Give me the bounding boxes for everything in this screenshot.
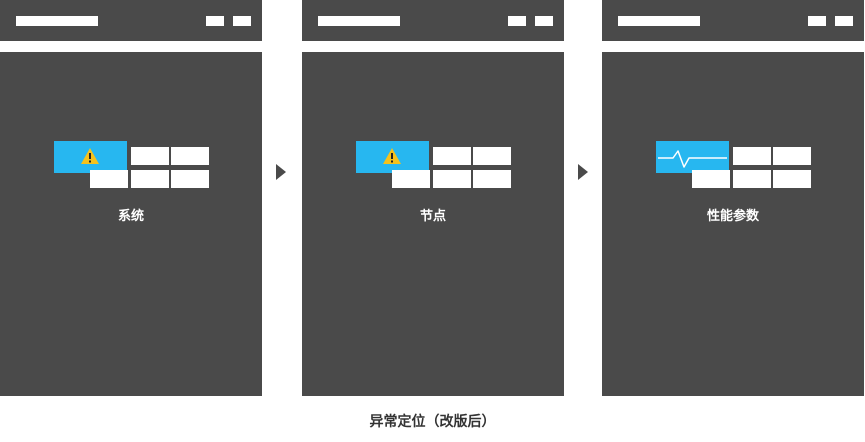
header-title-placeholder — [618, 16, 700, 26]
window-header — [0, 0, 262, 41]
panel-node: 节点 — [302, 0, 564, 396]
header-button-placeholder — [535, 16, 553, 26]
highlighted-block — [656, 141, 729, 173]
grid-cell — [473, 147, 511, 165]
grid-cell — [90, 170, 128, 188]
grid-cell — [171, 147, 209, 165]
grid-cell — [171, 170, 209, 188]
panel-label: 系统 — [117, 209, 144, 224]
grid-cell — [131, 170, 169, 188]
block-grid — [656, 141, 812, 197]
header-button-placeholder — [233, 16, 251, 26]
header-button-placeholder — [508, 16, 526, 26]
block-grid — [54, 141, 210, 197]
panel-system: 系统 — [0, 0, 262, 396]
grid-cell — [473, 170, 511, 188]
warning-icon — [383, 148, 401, 164]
pulse-icon — [658, 150, 727, 168]
highlighted-block — [54, 141, 127, 173]
window-body: 节点 — [302, 52, 564, 396]
header-button-placeholder — [808, 16, 826, 26]
window-body: 性能参数 — [602, 52, 864, 396]
header-button-placeholder — [835, 16, 853, 26]
highlighted-block — [356, 141, 429, 173]
grid-cell — [773, 147, 811, 165]
window-header — [602, 0, 864, 41]
window-body: 系统 — [0, 52, 262, 396]
grid-cell — [733, 147, 771, 165]
grid-cell — [773, 170, 811, 188]
header-button-placeholder — [206, 16, 224, 26]
window-header — [302, 0, 564, 41]
arrow-right-icon — [578, 164, 588, 180]
block-grid — [356, 141, 512, 197]
grid-cell — [392, 170, 430, 188]
grid-cell — [733, 170, 771, 188]
panel-label: 节点 — [419, 209, 446, 224]
panel-label: 性能参数 — [706, 209, 759, 224]
grid-cell — [692, 170, 730, 188]
grid-cell — [433, 147, 471, 165]
warning-icon — [81, 148, 99, 164]
panel-performance: 性能参数 — [602, 0, 864, 396]
grid-cell — [131, 147, 169, 165]
arrow-right-icon — [276, 164, 286, 180]
header-title-placeholder — [318, 16, 400, 26]
header-title-placeholder — [16, 16, 98, 26]
grid-cell — [433, 170, 471, 188]
diagram-caption: 异常定位（改版后） — [369, 414, 496, 430]
